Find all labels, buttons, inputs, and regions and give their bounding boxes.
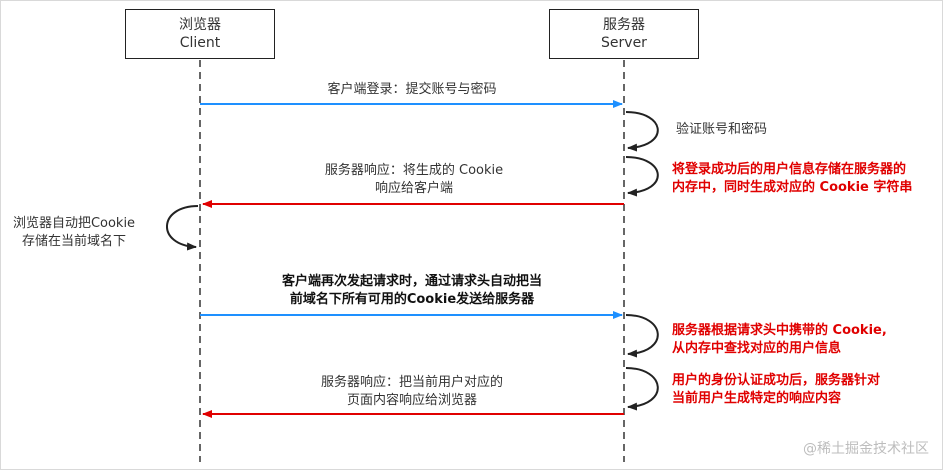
lookup-loop: [625, 314, 659, 358]
gen-loop: [625, 367, 659, 411]
client-sub: Client: [179, 35, 221, 51]
request-label-line1: 客户端再次发起请求时，通过请求头自动把当: [281, 274, 543, 289]
store-note-line2: 内存中，同时生成对应的 Cookie 字符串: [672, 180, 913, 195]
lookup-note-line1: 服务器根据请求头中携带的 Cookie,: [672, 323, 887, 338]
response1-label-line1: 服务器响应：将生成的 Cookie: [324, 163, 504, 178]
login-label: 客户端登录：提交账号与密码: [327, 82, 497, 97]
browser-store-note-line1: 浏览器自动把Cookie: [12, 216, 136, 231]
store-note-line1: 将登录成功后的用户信息存储在服务器的: [672, 162, 907, 177]
lookup-note-line2: 从内存中查找对应的用户信息: [672, 341, 842, 356]
response2-label-line1: 服务器响应：把当前用户对应的: [320, 375, 504, 390]
client-actor-box: 浏览器 Client: [125, 9, 275, 59]
server-name: 服务器: [603, 17, 645, 33]
browser-store-note-line2: 存储在当前域名下: [21, 234, 127, 249]
response2-label-line2: 页面内容响应给浏览器: [346, 393, 478, 408]
browser-store-loop: [166, 205, 199, 251]
server-actor-box: 服务器 Server: [549, 9, 699, 59]
server-sub: Server: [601, 35, 647, 51]
gen-note-line1: 用户的身份认证成功后，服务器针对: [672, 373, 881, 388]
watermark: @稀土掘金技术社区: [803, 441, 929, 457]
store-loop: [625, 156, 659, 197]
client-name: 浏览器: [179, 17, 221, 33]
response1-label-line2: 响应给客户端: [374, 181, 454, 196]
gen-note-line2: 当前用户生成特定的响应内容: [672, 391, 842, 406]
request-label-line2: 前域名下所有可用的Cookie发送给服务器: [289, 292, 535, 307]
verify-note: 验证账号和密码: [676, 122, 768, 137]
verify-loop: [625, 111, 659, 152]
